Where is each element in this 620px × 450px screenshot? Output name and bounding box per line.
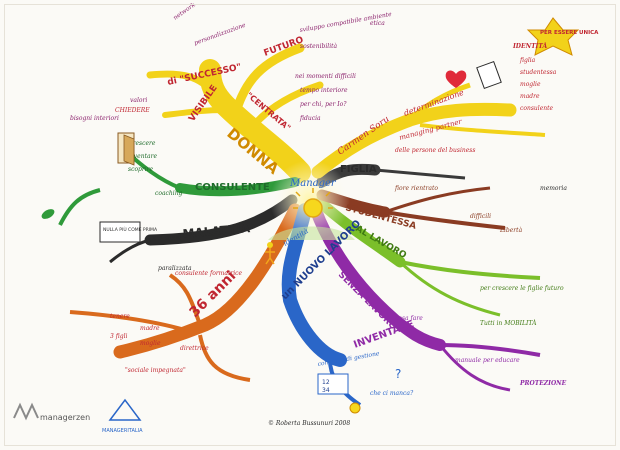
note-coaching: coaching [155, 190, 183, 197]
note-tenere: tenere [110, 313, 130, 320]
note-direttrice: direttrice [180, 345, 209, 352]
sun-icon [293, 188, 333, 218]
note-madre: madre [140, 325, 160, 332]
note-fiore: fiore rientrato [394, 185, 438, 192]
svg-text:34: 34 [322, 387, 330, 394]
branch-visibile [162, 107, 228, 118]
note-figli: 3 figli [110, 333, 127, 340]
note-moglie: moglie [140, 340, 161, 347]
note-mobilita: Tutti in MOBILITÀ [480, 320, 537, 327]
note-fiducia: fiducia [299, 115, 321, 122]
managerzen-logo: managerzen [13, 402, 90, 422]
center-label: Manager [289, 178, 337, 189]
note-studentessa2: studentessa [520, 69, 557, 76]
note-liberta: Libertà [499, 227, 523, 234]
leaf-icon [41, 209, 55, 219]
note-cosa: cosa fare [395, 315, 423, 322]
note-inventare: inventare [128, 153, 157, 160]
note-memoria: memoria [540, 185, 567, 192]
note-madre2: madre [520, 93, 540, 100]
svg-text:managerzen: managerzen [40, 413, 90, 422]
branch-donna [199, 59, 311, 183]
star-box: PER ESSERE UNICA [526, 17, 599, 56]
note-perchi: per chi, per Io? [300, 101, 347, 108]
note-manuale: manuale per educare [455, 357, 520, 364]
note-figlia1: figlia [519, 57, 536, 64]
note-protezione: PROTEZIONE [519, 380, 567, 387]
lightbulb-icon [349, 402, 361, 414]
label-consulente: CONSULENTE [195, 182, 270, 193]
note-sostenibilita: sostenibilità [300, 43, 338, 50]
note-personalizzazione: personalizzazione [193, 22, 247, 47]
branch-36-anni [113, 203, 302, 359]
svg-text:MANAGERITALIA: MANAGERITALIA [102, 428, 143, 434]
branch-futuro [230, 43, 305, 120]
note-futuro-figlie: per crescere le figlie futuro [480, 285, 564, 292]
note-persone: delle persone del business [395, 147, 475, 154]
note-identita: IDENTITÀ [512, 43, 547, 50]
note-paralizzata: paralizzata [158, 265, 192, 272]
person-icon [265, 242, 275, 265]
svg-text:?: ? [395, 367, 401, 381]
label-malattia: MALATTIA [182, 221, 251, 241]
question-icon: ? [395, 367, 401, 381]
note-chiedere: CHIEDERE [115, 107, 150, 114]
note-consulente-formatrice: consulente formatrice [175, 270, 243, 277]
note-momenti: nei momenti difficili [295, 73, 356, 80]
nulla-box: NULLA PIÙ COME PRIMA [99, 221, 158, 243]
door-icon [117, 132, 135, 166]
branch-centrata [246, 81, 324, 134]
note-ci: che ci manca? [370, 390, 414, 397]
label-senza-lavoro: SENZA LAVORO [336, 270, 398, 332]
heart-icon [445, 70, 467, 88]
note-crescere: Crescere [128, 140, 156, 147]
note-scoprire: scoprire [128, 166, 154, 173]
note-tempo: tempo interiore [300, 87, 348, 94]
label-figlia: FIGLIA [340, 164, 377, 175]
note-etica: etica [370, 20, 385, 27]
note-nulla: NULLA PIÙ COME PRIMA [103, 226, 158, 233]
branch-nuovo-lavoro [281, 203, 347, 367]
note-per-essere: PER ESSERE UNICA [540, 30, 599, 36]
label-al-lavoro: AL LAVORO [354, 224, 409, 261]
note-moglie2: moglie [520, 81, 541, 88]
credit-roberta: © Roberta Bussunuri 2008 [268, 420, 350, 427]
svg-text:12: 12 [322, 379, 330, 386]
note-valori: valori [130, 97, 147, 104]
note-bisogni: bisogni interiori [70, 115, 119, 122]
grid-icon [476, 60, 502, 90]
branch-successo [146, 70, 219, 99]
note-consulente2: consulente [520, 105, 554, 112]
manageritalia-logo: MANAGERITALIA [102, 398, 143, 434]
note-sociale: "sociale impegnata" [125, 367, 186, 374]
chart-icon: 12 34 [317, 373, 349, 395]
note-difficili: difficili [470, 213, 491, 220]
label-mesi: x 3 mesi [152, 234, 181, 242]
note-network: network [172, 1, 197, 21]
